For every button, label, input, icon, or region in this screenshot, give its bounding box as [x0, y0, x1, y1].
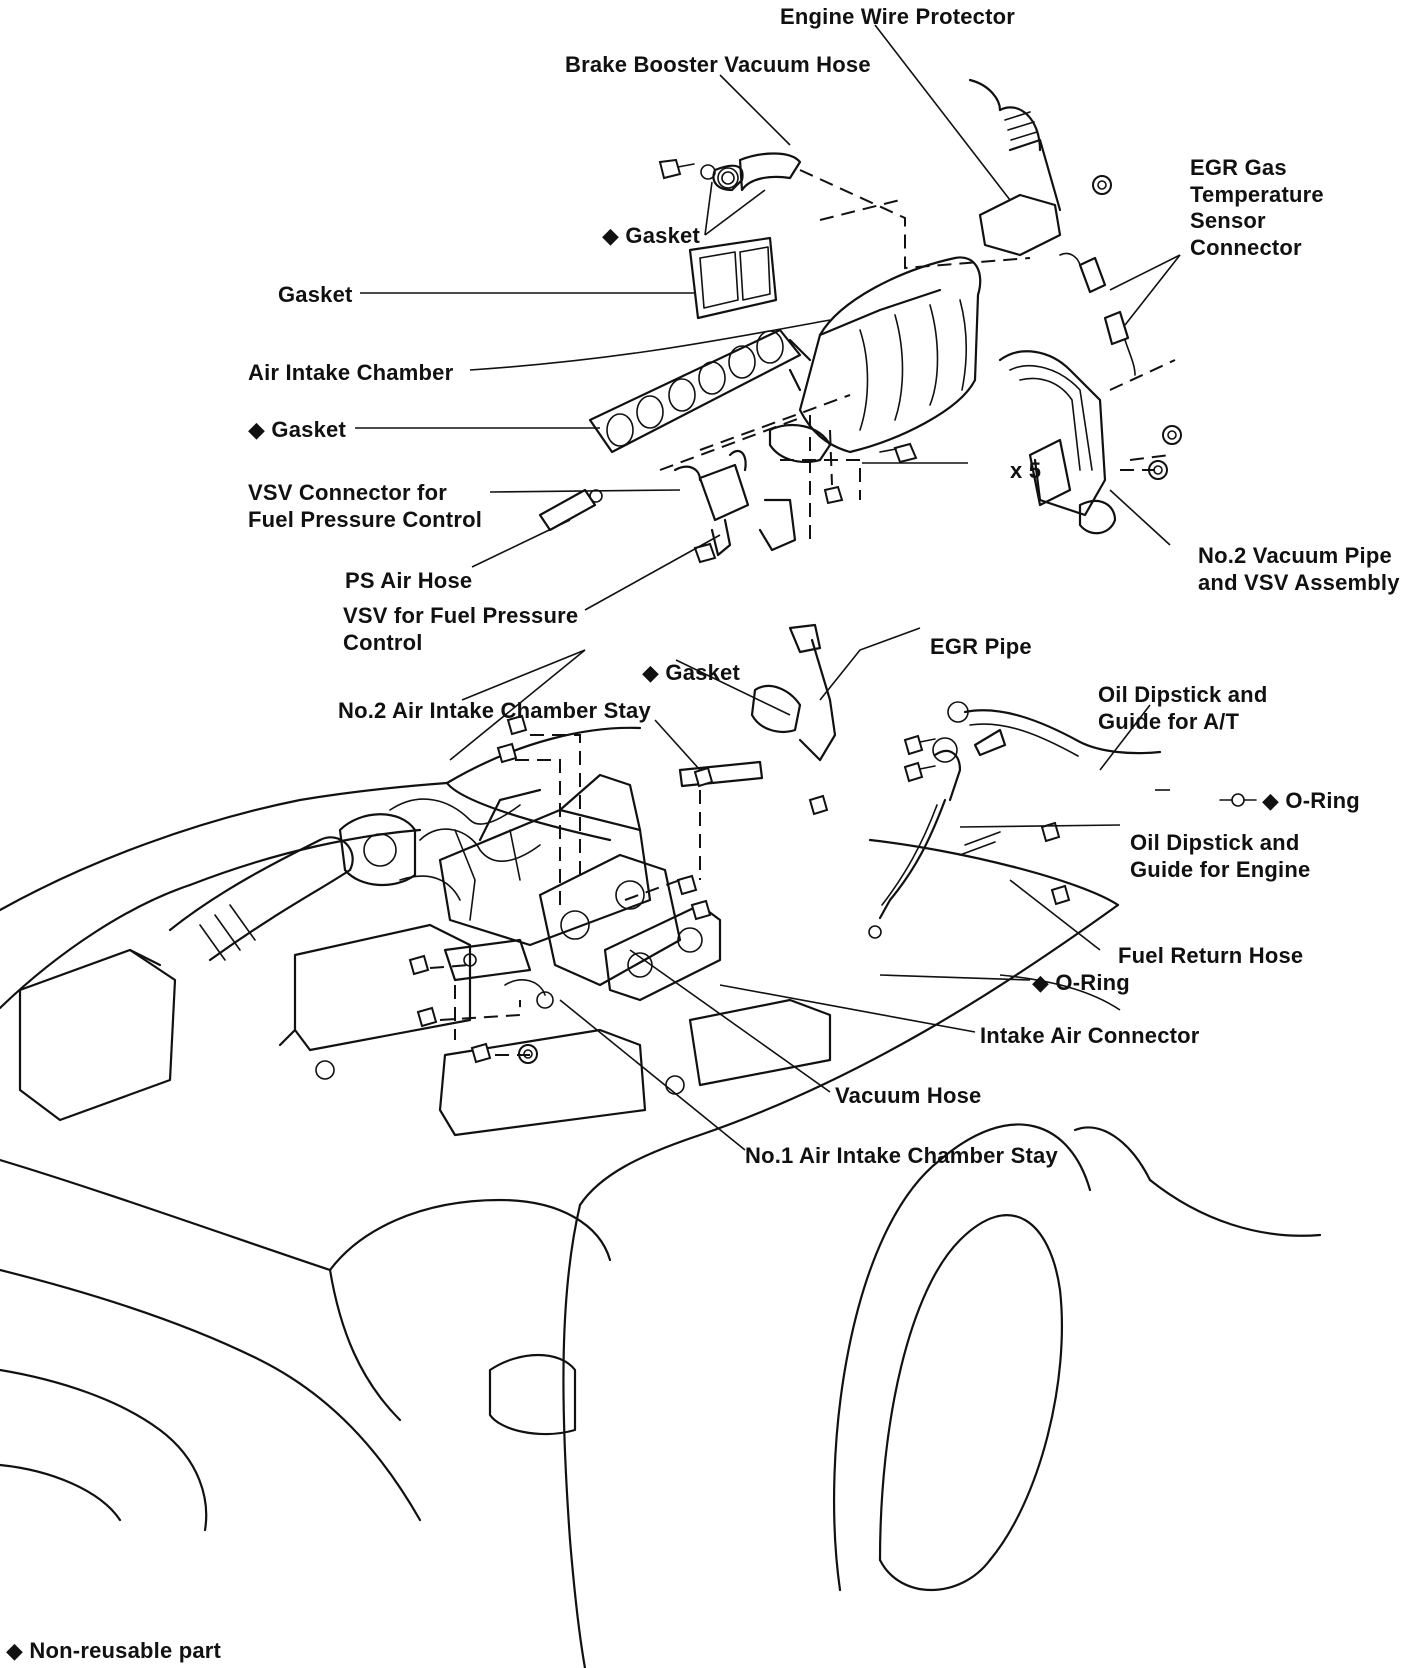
label-vacuum-hose: Vacuum Hose [835, 1083, 981, 1108]
bolt-icon [903, 734, 936, 756]
label-gasket-1: ◆ Gasket [602, 223, 700, 248]
bolt-icon [879, 442, 918, 464]
label-intake-air-connector: Intake Air Connector [980, 1023, 1200, 1048]
bolt-icon [658, 158, 695, 180]
bolt-icon [408, 954, 430, 976]
bolt-icon [1040, 821, 1061, 843]
label-oring-1: ◆ O-Ring [1262, 788, 1360, 813]
label-gasket-2: Gasket [278, 282, 353, 307]
right-side-parts [678, 623, 1162, 939]
label-oring-2: ◆ O-Ring [1032, 970, 1130, 995]
label-vsv-fuel-1: VSV for Fuel Pressure [343, 603, 578, 628]
label-dipstick-at-1: Oil Dipstick and [1098, 682, 1267, 707]
label-x5: x 5 [1010, 458, 1041, 483]
leader-lines [355, 24, 1181, 1151]
upper-exploded-parts [538, 78, 1136, 557]
label-egr-gas-temp-2: Temperature [1190, 182, 1324, 207]
bolt-icon [1050, 884, 1071, 906]
label-fuel-return-hose: Fuel Return Hose [1118, 943, 1303, 968]
label-dipstick-engine-2: Guide for Engine [1130, 857, 1310, 882]
label-no2-stay: No.2 Air Intake Chamber Stay [338, 698, 651, 723]
label-engine-wire-protector: Engine Wire Protector [780, 4, 1015, 29]
nut-icon [1092, 175, 1112, 195]
bolt-icon [693, 766, 714, 788]
bolt-icon [676, 874, 698, 896]
oring-small-icon [1219, 793, 1257, 807]
label-gasket-3: ◆ Gasket [248, 417, 346, 442]
label-gasket-4: ◆ Gasket [642, 660, 740, 685]
label-no1-stay: No.1 Air Intake Chamber Stay [745, 1143, 1058, 1168]
fasteners [408, 158, 1182, 1064]
label-dipstick-at-2: Guide for A/T [1098, 709, 1239, 734]
label-vsv-connector-2: Fuel Pressure Control [248, 507, 482, 532]
assembly-dashed-lines [429, 169, 1176, 1056]
label-egr-gas-temp-1: EGR Gas [1190, 155, 1287, 180]
label-brake-booster-vacuum-hose: Brake Booster Vacuum Hose [565, 52, 871, 77]
label-ps-air-hose: PS Air Hose [345, 568, 472, 593]
bolt-icon [903, 761, 936, 783]
label-egr-gas-temp-3: Sensor [1190, 208, 1266, 233]
label-vsv-connector-1: VSV Connector for [248, 480, 447, 505]
bolt-icon [823, 485, 844, 505]
label-egr-gas-temp-4: Connector [1190, 235, 1302, 260]
engine-bay [18, 773, 832, 1137]
nut-icon [1162, 425, 1182, 445]
label-no2-vacuum-pipe-2: and VSV Assembly [1198, 570, 1400, 595]
legend-non-reusable: ◆ Non-reusable part [6, 1638, 222, 1663]
bolt-icon [470, 1042, 492, 1064]
labels: Engine Wire Protector Brake Booster Vacu… [6, 4, 1400, 1663]
bolt-icon [506, 714, 528, 736]
label-dipstick-engine-1: Oil Dipstick and [1130, 830, 1299, 855]
bolt-icon [496, 742, 518, 764]
bolt-icon [690, 899, 712, 921]
label-air-intake-chamber: Air Intake Chamber [248, 360, 454, 385]
bolt-icon [416, 1006, 438, 1028]
bolt-icon [808, 794, 829, 816]
bolt-icon [693, 542, 717, 564]
label-egr-pipe: EGR Pipe [930, 634, 1032, 659]
label-vsv-fuel-2: Control [343, 630, 423, 655]
car-body-outline [0, 726, 1322, 1668]
label-no2-vacuum-pipe-1: No.2 Vacuum Pipe [1198, 543, 1392, 568]
gasket-ring-icon [700, 164, 716, 180]
